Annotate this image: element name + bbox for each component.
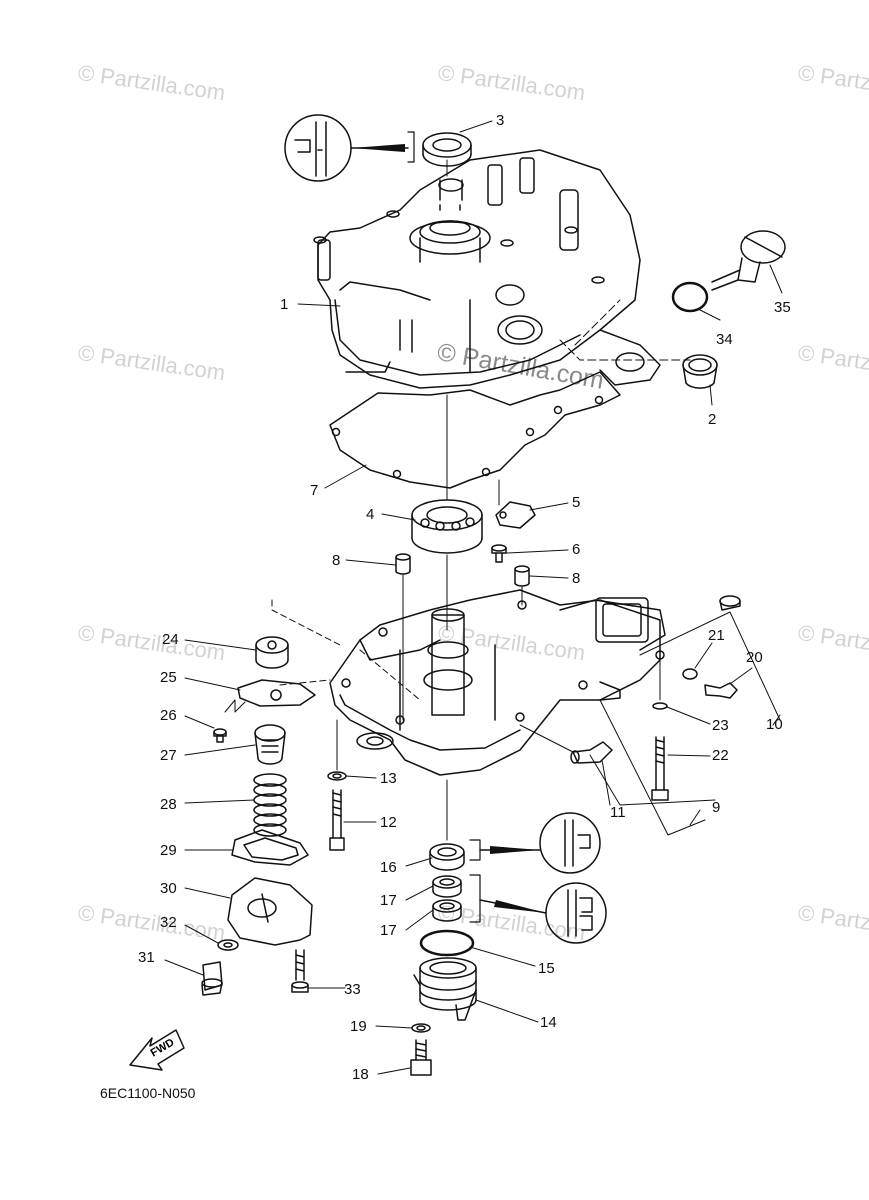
bolt-part — [410, 1039, 432, 1076]
dowel-pin-part — [395, 553, 411, 575]
callout-23: 23 — [712, 717, 729, 734]
strainer-part — [254, 724, 286, 765]
washer-part — [411, 1023, 431, 1033]
gasket-part — [329, 371, 621, 489]
callout-5: 5 — [572, 494, 581, 511]
screw-part — [213, 728, 227, 743]
callout-32: 32 — [160, 914, 177, 931]
callout-18: 18 — [352, 1066, 369, 1083]
callout-4: 4 — [366, 506, 375, 523]
o-ring-part — [419, 929, 475, 957]
drain-plug-part — [711, 230, 786, 291]
callout-17b: 17 — [380, 922, 397, 939]
washer-part — [327, 771, 347, 781]
screw-part — [491, 544, 507, 563]
bolt-part — [201, 961, 223, 996]
callout-24: 24 — [162, 631, 179, 648]
lower-case-part — [329, 589, 666, 776]
plate-part — [495, 501, 536, 529]
callout-27: 27 — [160, 747, 177, 764]
callout-20: 20 — [746, 649, 763, 666]
callout-34: 34 — [716, 331, 733, 348]
fitting-part — [570, 741, 613, 764]
o-ring-part — [671, 281, 709, 313]
callout-31: 31 — [138, 949, 155, 966]
callout-8b: 8 — [572, 570, 581, 587]
callout-15: 15 — [538, 960, 555, 977]
gasket-small-part — [231, 829, 309, 866]
callout-8: 8 — [332, 552, 341, 569]
bolt-part — [704, 682, 738, 699]
fwd-arrow-icon — [129, 1029, 185, 1071]
housing-part — [413, 957, 477, 1021]
spring-part — [253, 773, 287, 837]
callout-12: 12 — [380, 814, 397, 831]
callout-13: 13 — [380, 770, 397, 787]
cover-plate-part — [237, 679, 316, 707]
bolt-part — [291, 949, 309, 993]
seal-detail-circle — [469, 812, 601, 874]
pump-cover-part — [227, 877, 313, 946]
callout-9: 9 — [712, 799, 721, 816]
seal-sleeve-part — [682, 354, 718, 389]
callout-14: 14 — [540, 1014, 557, 1031]
oil-seal-part — [429, 843, 465, 871]
callout-7: 7 — [310, 482, 319, 499]
washer-part — [652, 702, 668, 710]
diagram-code: 6EC1100-N050 — [100, 1085, 196, 1101]
callout-25: 25 — [160, 669, 177, 686]
oil-seal-part — [432, 899, 462, 922]
callout-30: 30 — [160, 880, 177, 897]
washer-part — [217, 939, 239, 951]
callout-19: 19 — [350, 1018, 367, 1035]
bolt-part — [329, 789, 345, 851]
callout-29: 29 — [160, 842, 177, 859]
bolt-part — [651, 736, 669, 801]
seal-detail-circle — [469, 874, 607, 944]
callout-33: 33 — [344, 981, 361, 998]
oil-seal-part — [432, 875, 462, 898]
callout-21: 21 — [708, 627, 725, 644]
callout-3: 3 — [496, 112, 505, 129]
bolt-part — [719, 595, 741, 611]
callout-17: 17 — [380, 892, 397, 909]
bearing-part — [411, 499, 483, 554]
upper-case-part — [313, 149, 661, 389]
callout-35: 35 — [774, 299, 791, 316]
callout-28: 28 — [160, 796, 177, 813]
washer-part — [682, 668, 698, 680]
callout-6: 6 — [572, 541, 581, 558]
filter-cap-part — [255, 636, 289, 669]
callout-11: 11 — [610, 804, 626, 821]
callout-16: 16 — [380, 859, 397, 876]
dowel-pin-part — [514, 565, 530, 587]
callout-2: 2 — [708, 411, 717, 428]
callout-26: 26 — [160, 707, 177, 724]
callout-10: 10 — [766, 716, 783, 733]
callout-22: 22 — [712, 747, 729, 764]
callout-1: 1 — [280, 296, 289, 313]
